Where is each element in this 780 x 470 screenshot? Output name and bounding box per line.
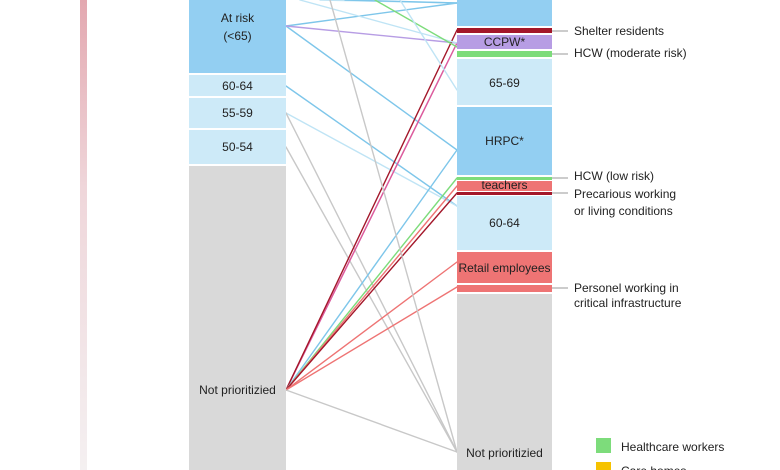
right-block-label-ccpw-0: CCPW* bbox=[484, 35, 526, 49]
flow-line-at_risk-to-r_top-0 bbox=[285, 2, 458, 27]
right-block-r_65_69 bbox=[457, 59, 552, 105]
left-block-label-at_risk-0: At risk bbox=[221, 11, 255, 25]
legend-swatch-1 bbox=[596, 462, 611, 470]
flow-line-l_not_prio-to-critical-15 bbox=[285, 286, 458, 391]
legend-label-0: Healthcare workers bbox=[621, 440, 724, 454]
left-block-label-l_60_64-0: 60-64 bbox=[222, 79, 253, 93]
side-label-hcw_low-0: HCW (low risk) bbox=[574, 169, 654, 183]
flow-line-l_not_prio-to-hcw_low-11 bbox=[285, 177, 458, 391]
side-label-precarious-0: Precarious working bbox=[574, 187, 676, 201]
right-block-r_60_64 bbox=[457, 196, 552, 250]
side-label-shelter-0: Shelter residents bbox=[574, 24, 664, 38]
flow-line-offscreen-to-r_not_prio-5 bbox=[329, 0, 458, 453]
left-block-label-at_risk-1: (<65) bbox=[223, 29, 251, 43]
flow-line-at_risk-to-hrpc-1 bbox=[285, 25, 458, 151]
flow-line-l_not_prio-to-shelter-9 bbox=[285, 29, 458, 391]
right-block-hcw_mod bbox=[457, 51, 552, 57]
right-block-teachers bbox=[457, 181, 552, 191]
left-block-label-l_not_prio-0: Not prioritizied bbox=[199, 383, 276, 397]
legend-label-1: Care homes bbox=[621, 464, 686, 470]
right-block-label-hrpc-0: HRPC* bbox=[485, 134, 524, 148]
flow-line-l_not_prio-to-hrpc-10 bbox=[285, 149, 458, 391]
flow-line-offscreen-to-hcw_mod-3 bbox=[374, 0, 458, 48]
right-block-precarious bbox=[457, 192, 552, 195]
right-block-hrpc bbox=[457, 107, 552, 175]
right-block-label-r_not_prio-0: Not prioritizied bbox=[466, 446, 543, 460]
flow-line-offscreen-to-r_65_69-4 bbox=[399, 0, 458, 91]
flow-line-l_55_59-to-r_not_prio-5 bbox=[285, 112, 458, 453]
right-block-label-r_65_69-0: 65-69 bbox=[489, 76, 520, 90]
right-block-label-teachers-0: teachers bbox=[481, 178, 527, 192]
left-block-l_55_59 bbox=[189, 98, 286, 128]
flow-line-offscreen-to-ccpw-2 bbox=[299, 0, 458, 44]
left-block-l_50_54 bbox=[189, 130, 286, 164]
flow-line-l_not_prio-to-teachers-12 bbox=[285, 185, 458, 391]
left-block-at_risk bbox=[189, 0, 286, 73]
right-block-hcw_low bbox=[457, 177, 552, 180]
right-block-shelter bbox=[457, 28, 552, 33]
flow-line-l_not_prio-to-precarious-13 bbox=[285, 192, 458, 391]
legend: Healthcare workersCare homes bbox=[596, 438, 724, 470]
side-label-hcw_mod-0: HCW (moderate risk) bbox=[574, 46, 687, 60]
right-block-label-r_60_64-0: 60-64 bbox=[489, 216, 520, 230]
flow-line-l_not_prio-to-r_not_prio-16 bbox=[285, 389, 458, 453]
right-block-r_top bbox=[457, 0, 552, 26]
left-block-l_not_prio bbox=[189, 166, 286, 470]
right-block-label-retail-0: Retail employees bbox=[458, 261, 550, 275]
flow-line-l_not_prio-to-retail-14 bbox=[285, 261, 458, 391]
legend-swatch-0 bbox=[596, 438, 611, 453]
right-block-ccpw bbox=[457, 35, 552, 49]
side-label-critical-0: Personel working in bbox=[574, 281, 679, 295]
right-block-retail bbox=[457, 252, 552, 283]
left-block-label-l_50_54-0: 50-54 bbox=[222, 140, 253, 154]
flow-line-at_risk-to-ccpw-2 bbox=[285, 25, 458, 44]
left-block-label-l_55_59-0: 55-59 bbox=[222, 106, 253, 120]
side-label-precarious-1: or living conditions bbox=[574, 204, 673, 218]
left-block-l_60_64 bbox=[189, 75, 286, 96]
side-label-critical-1: critical infrastructure bbox=[574, 296, 682, 310]
flow-line-l_50_54-to-r_not_prio-6 bbox=[285, 146, 458, 453]
right-block-critical bbox=[457, 285, 552, 292]
left-edge-bar bbox=[80, 0, 87, 470]
right-block-r_not_prio bbox=[457, 294, 552, 470]
flows-layer bbox=[285, 0, 458, 453]
flow-line-l_not_prio-to-ccpw-8 bbox=[285, 42, 458, 391]
